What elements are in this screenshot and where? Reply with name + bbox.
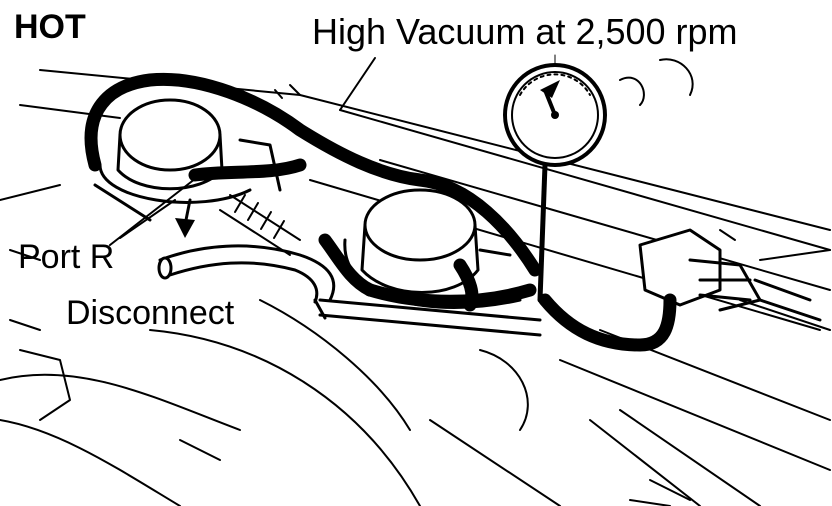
vacuum-hoses — [84, 72, 677, 352]
action-label: Disconnect — [66, 294, 235, 332]
vacuum-gauge-icon — [503, 54, 607, 167]
state-label: HOT — [14, 8, 86, 46]
gauge-reading-label: High Vacuum at 2,500 rpm — [312, 11, 738, 52]
detail-marks — [274, 84, 736, 506]
electrical-connector — [638, 228, 822, 322]
hose-clamp-tube — [313, 298, 542, 337]
gauge-tube — [537, 162, 548, 303]
disconnected-hose — [157, 244, 336, 304]
right-vacuum-valve — [343, 188, 522, 309]
left-vacuum-valve — [93, 98, 282, 222]
port-label: Port R — [18, 238, 115, 276]
down-arrow-icon — [175, 198, 195, 238]
ribbed-hose — [219, 194, 301, 256]
leader-lines — [109, 57, 376, 246]
